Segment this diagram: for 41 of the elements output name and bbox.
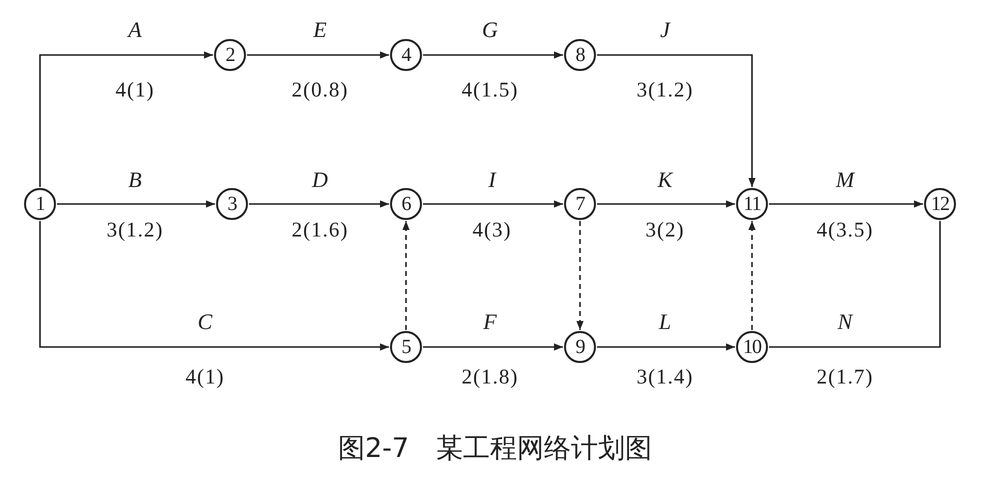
arrow (39, 51, 213, 187)
duration-label: 4(1) (186, 364, 224, 390)
dummy-arrow (402, 221, 410, 330)
duration-label: 2(1.7) (816, 364, 874, 390)
event-circle: 2 (214, 39, 246, 71)
figure-caption: 图2-7 某工程网络计划图 (336, 432, 654, 466)
arrow (769, 200, 923, 208)
arrow (39, 221, 389, 351)
arrow (423, 343, 563, 351)
duration-label: 4(3) (472, 218, 512, 242)
event-circle: 7 (564, 188, 596, 220)
event-circle: 10 (736, 331, 768, 363)
arrow (247, 51, 389, 59)
duration-label: 3(1.2) (636, 78, 694, 102)
event-circle: 8 (564, 39, 596, 71)
arrow (597, 200, 735, 208)
duration-label: 3(1.4) (636, 364, 694, 390)
duration-label: 4(1) (116, 78, 154, 102)
event-circle: 9 (564, 331, 596, 363)
arrow (597, 343, 735, 351)
event-circle: 1 (24, 188, 56, 220)
dummy-arrow (748, 221, 756, 330)
event-circle: 3 (216, 188, 248, 220)
arrow (249, 200, 389, 208)
arrow (57, 200, 215, 208)
duration-label: 4(1.5) (462, 78, 518, 102)
duration-label: 2(0.8) (292, 78, 348, 102)
duration-label: 2(1.8) (462, 364, 518, 390)
event-circle: 4 (390, 39, 422, 71)
arrow (423, 51, 563, 59)
event-circle: 5 (390, 331, 422, 363)
dummy-arrow (576, 221, 584, 330)
duration-label: 2(1.6) (292, 218, 348, 242)
arrow (423, 200, 563, 208)
duration-label: 4(3.5) (816, 218, 874, 242)
event-circle: 11 (736, 188, 768, 220)
duration-label: 3(2) (646, 218, 684, 242)
arrow (597, 54, 756, 187)
event-circle: 12 (924, 188, 956, 220)
duration-label: 3(1.2) (106, 218, 164, 242)
event-circle: 6 (390, 188, 422, 220)
